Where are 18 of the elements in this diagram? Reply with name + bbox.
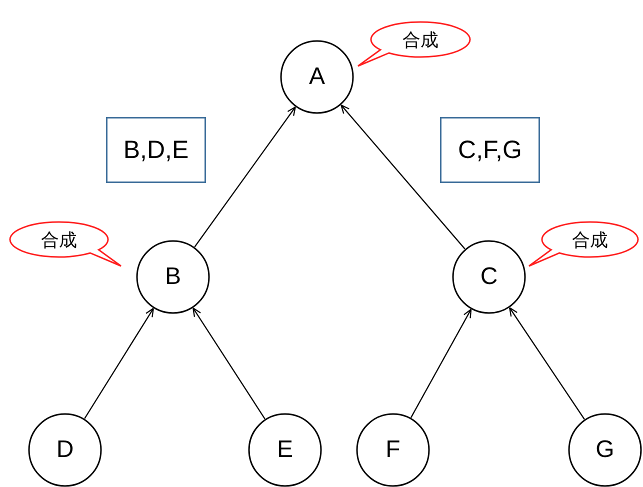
arrow [509, 307, 585, 420]
arrow [410, 308, 472, 418]
node-label: G [596, 436, 614, 464]
arrow [340, 104, 466, 250]
node-label: B [164, 263, 181, 291]
note-text: C,F,G [458, 136, 522, 164]
node-label: F [386, 436, 400, 464]
arrow [84, 308, 154, 419]
bubble-text: 合成 [572, 228, 608, 252]
node-label: A [308, 63, 325, 91]
bubble-text: 合成 [402, 28, 438, 52]
arrow [192, 307, 266, 420]
arrow [194, 106, 296, 248]
node-label: D [56, 436, 74, 464]
node-label: E [276, 436, 293, 464]
note-text: B,D,E [123, 136, 189, 164]
bubble-text: 合成 [41, 228, 77, 252]
node-label: C [480, 263, 498, 291]
